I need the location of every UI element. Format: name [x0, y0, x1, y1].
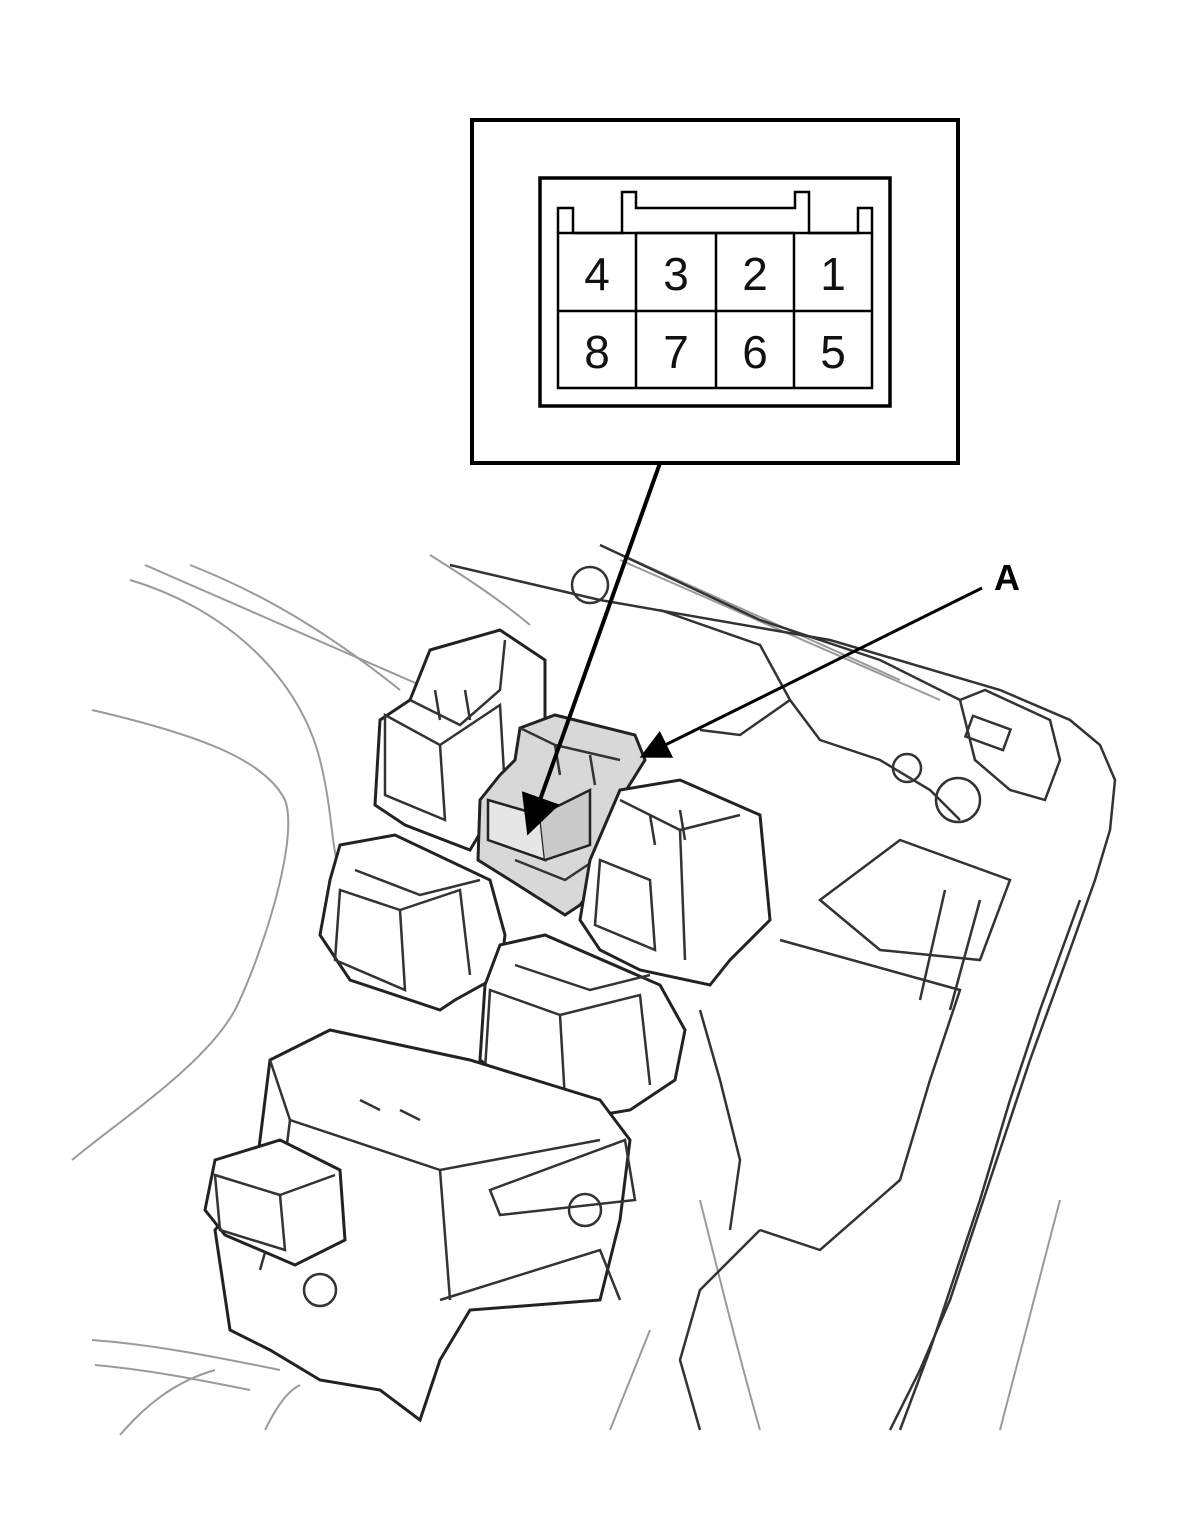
inset-pointer-arrow: [521, 462, 662, 836]
relay-right: [578, 778, 772, 987]
pin-label: 5: [820, 326, 846, 378]
pin-label: 6: [742, 326, 768, 378]
callout-label-a: A: [994, 557, 1020, 598]
relay-lower-middle: [478, 933, 687, 1117]
pin-label: 7: [663, 326, 689, 378]
connector-face: 4 3 2 1 8 7 6 5: [538, 176, 892, 408]
relay-lower-left: [318, 833, 507, 1012]
pin-label: 3: [663, 248, 689, 300]
callout-a-leader: [639, 586, 983, 758]
pin-label: 1: [820, 248, 846, 300]
relay-box-housing: [449, 543, 1117, 1431]
connector-inset: 4 3 2 1 8 7 6 5: [470, 118, 960, 465]
bottom-connector-housing: [203, 1028, 637, 1423]
pin-label: 2: [742, 248, 768, 300]
pin-label: 8: [584, 326, 610, 378]
pin-label: 4: [584, 248, 610, 300]
